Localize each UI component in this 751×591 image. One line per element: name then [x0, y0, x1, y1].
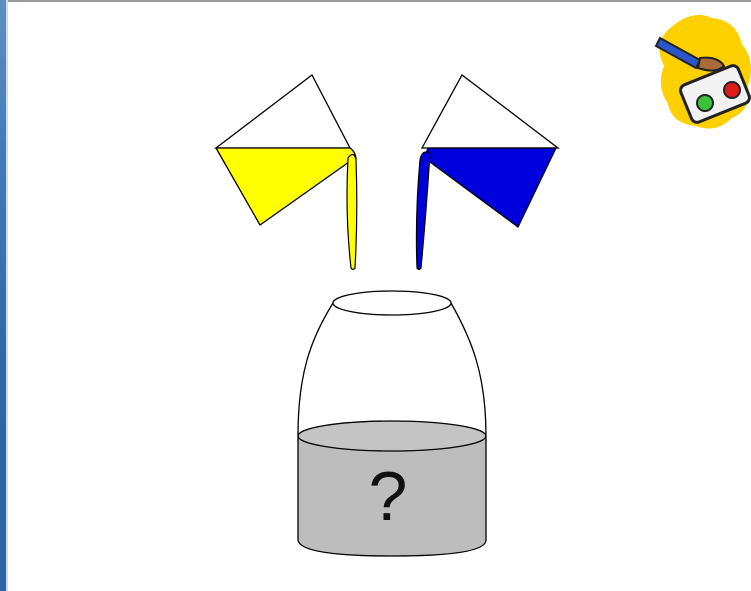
right-pour-stream [416, 152, 430, 270]
liquid-surface [298, 421, 486, 451]
icon-red-dot [724, 82, 740, 98]
right-pouring-container [416, 75, 558, 270]
right-liquid [426, 148, 556, 227]
jar-mouth [333, 291, 451, 315]
paint-palette-icon[interactable] [656, 15, 751, 129]
left-pouring-container [216, 75, 357, 270]
mixing-jar: ? [298, 291, 486, 556]
icon-green-dot [697, 95, 713, 111]
right-container-outline [422, 75, 558, 148]
left-liquid [216, 148, 356, 225]
left-pour-stream [347, 154, 357, 269]
question-mark: ? [369, 457, 408, 535]
left-container-outline [216, 75, 350, 148]
